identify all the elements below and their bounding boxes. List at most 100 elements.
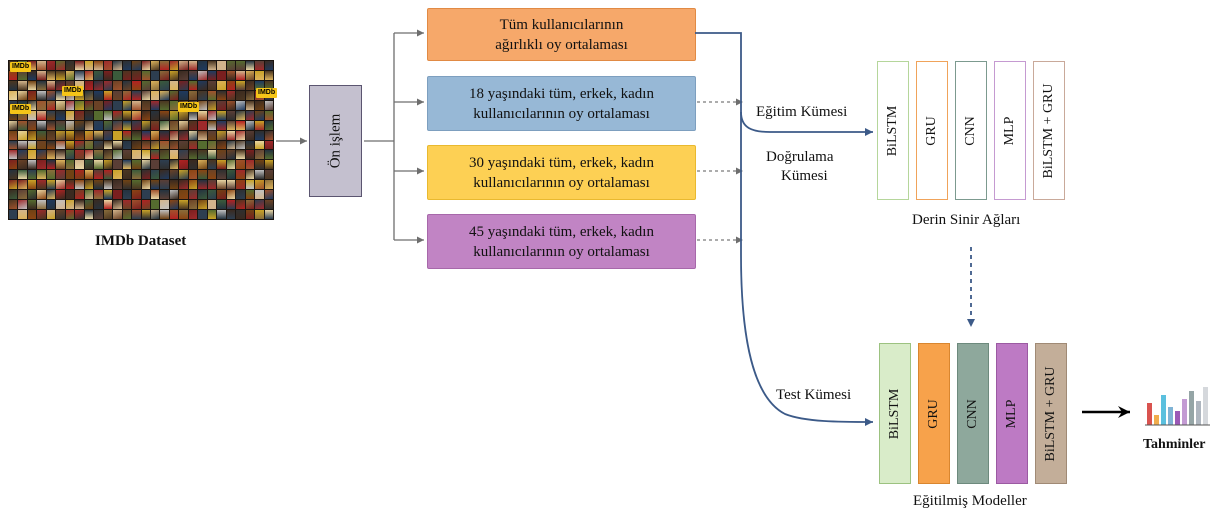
movie-poster-thumbnail [198, 70, 207, 80]
model-label: BiLSTM + GRU [1043, 365, 1058, 462]
movie-poster-thumbnail [217, 210, 226, 219]
movie-poster-thumbnail [18, 70, 27, 80]
movie-poster-thumbnail [236, 61, 245, 70]
movie-poster-thumbnail [46, 170, 56, 180]
movie-poster-thumbnail [226, 110, 236, 120]
movie-poster-thumbnail [217, 190, 226, 200]
movie-poster-thumbnail [255, 180, 264, 190]
movie-poster-thumbnail [226, 61, 236, 70]
movie-poster-thumbnail [179, 150, 188, 160]
movie-poster-thumbnail [264, 140, 273, 150]
movie-poster-thumbnail [255, 80, 264, 90]
prediction-bar [1147, 403, 1152, 425]
movie-poster-thumbnail [255, 110, 264, 120]
imdb-poster-mosaic [8, 60, 274, 220]
model-label: BiLSTM [885, 105, 900, 156]
movie-poster-thumbnail [255, 150, 264, 160]
movie-poster-thumbnail [245, 130, 255, 140]
movie-poster-thumbnail [18, 110, 27, 120]
movie-poster-thumbnail [255, 130, 264, 140]
movie-poster-thumbnail [160, 90, 169, 100]
movie-poster-thumbnail [141, 90, 150, 100]
trained-caption: Eğitilmiş Modeller [913, 493, 1027, 509]
movie-poster-thumbnail [226, 150, 236, 160]
category-age-30: 30 yaşındaki tüm, erkek, kadın kullanıcı… [427, 145, 696, 200]
trained-model-bilstm: BiLSTM [879, 343, 911, 484]
movie-poster-thumbnail [226, 210, 236, 219]
movie-poster-thumbnail [27, 200, 37, 210]
movie-poster-thumbnail [198, 61, 207, 70]
preprocess-box: Ön işlem [309, 85, 362, 197]
movie-poster-thumbnail [245, 170, 255, 180]
movie-poster-thumbnail [132, 180, 141, 190]
movie-poster-thumbnail [141, 110, 150, 120]
movie-poster-thumbnail [27, 140, 37, 150]
movie-poster-thumbnail [264, 80, 273, 90]
movie-poster-thumbnail [169, 90, 179, 100]
movie-poster-thumbnail [188, 110, 198, 120]
dataset-label: IMDb Dataset [95, 233, 187, 249]
movie-poster-thumbnail [160, 100, 169, 110]
model-label: CNN [965, 398, 980, 429]
movie-poster-thumbnail [113, 110, 122, 120]
movie-poster-thumbnail [94, 70, 103, 80]
movie-poster-thumbnail [37, 120, 46, 130]
movie-poster-thumbnail [9, 140, 18, 150]
movie-poster-thumbnail [46, 160, 56, 170]
movie-poster-thumbnail [160, 160, 169, 170]
movie-poster-thumbnail [226, 70, 236, 80]
movie-poster-thumbnail [122, 90, 132, 100]
movie-poster-thumbnail [27, 130, 37, 140]
movie-poster-thumbnail [9, 90, 18, 100]
movie-poster-thumbnail [150, 140, 160, 150]
movie-poster-thumbnail [94, 140, 103, 150]
movie-poster-thumbnail [207, 190, 217, 200]
movie-poster-thumbnail [75, 150, 84, 160]
movie-poster-thumbnail [132, 100, 141, 110]
movie-poster-thumbnail [122, 190, 132, 200]
movie-poster-thumbnail [245, 150, 255, 160]
movie-poster-thumbnail [188, 150, 198, 160]
movie-poster-thumbnail [226, 130, 236, 140]
movie-poster-thumbnail [150, 90, 160, 100]
movie-poster-thumbnail [65, 70, 75, 80]
movie-poster-thumbnail [18, 150, 27, 160]
movie-poster-thumbnail [75, 61, 84, 70]
movie-poster-thumbnail [103, 100, 113, 110]
movie-poster-thumbnail [179, 200, 188, 210]
movie-poster-thumbnail [169, 150, 179, 160]
model-label: CNN [963, 115, 978, 146]
movie-poster-thumbnail [160, 70, 169, 80]
movie-poster-thumbnail [122, 70, 132, 80]
movie-poster-thumbnail [179, 130, 188, 140]
movie-poster-thumbnail [188, 130, 198, 140]
movie-poster-thumbnail [75, 190, 84, 200]
movie-poster-thumbnail [160, 190, 169, 200]
movie-poster-thumbnail [75, 180, 84, 190]
movie-poster-thumbnail [141, 130, 150, 140]
movie-poster-thumbnail [236, 70, 245, 80]
movie-poster-thumbnail [75, 110, 84, 120]
movie-poster-thumbnail [150, 130, 160, 140]
movie-poster-thumbnail [84, 150, 94, 160]
movie-poster-thumbnail [245, 80, 255, 90]
movie-poster-thumbnail [9, 180, 18, 190]
movie-poster-thumbnail [84, 160, 94, 170]
movie-poster-thumbnail [169, 180, 179, 190]
movie-poster-thumbnail [46, 140, 56, 150]
movie-poster-thumbnail [169, 130, 179, 140]
movie-poster-thumbnail [27, 90, 37, 100]
movie-poster-thumbnail [207, 70, 217, 80]
movie-poster-thumbnail [103, 61, 113, 70]
movie-poster-thumbnail [37, 61, 46, 70]
movie-poster-thumbnail [217, 140, 226, 150]
movie-poster-thumbnail [207, 160, 217, 170]
movie-poster-thumbnail [179, 70, 188, 80]
movie-poster-thumbnail [9, 70, 18, 80]
movie-poster-thumbnail [65, 160, 75, 170]
movie-poster-thumbnail [141, 150, 150, 160]
movie-poster-thumbnail [207, 90, 217, 100]
prediction-bar [1175, 411, 1180, 425]
movie-poster-thumbnail [245, 210, 255, 219]
